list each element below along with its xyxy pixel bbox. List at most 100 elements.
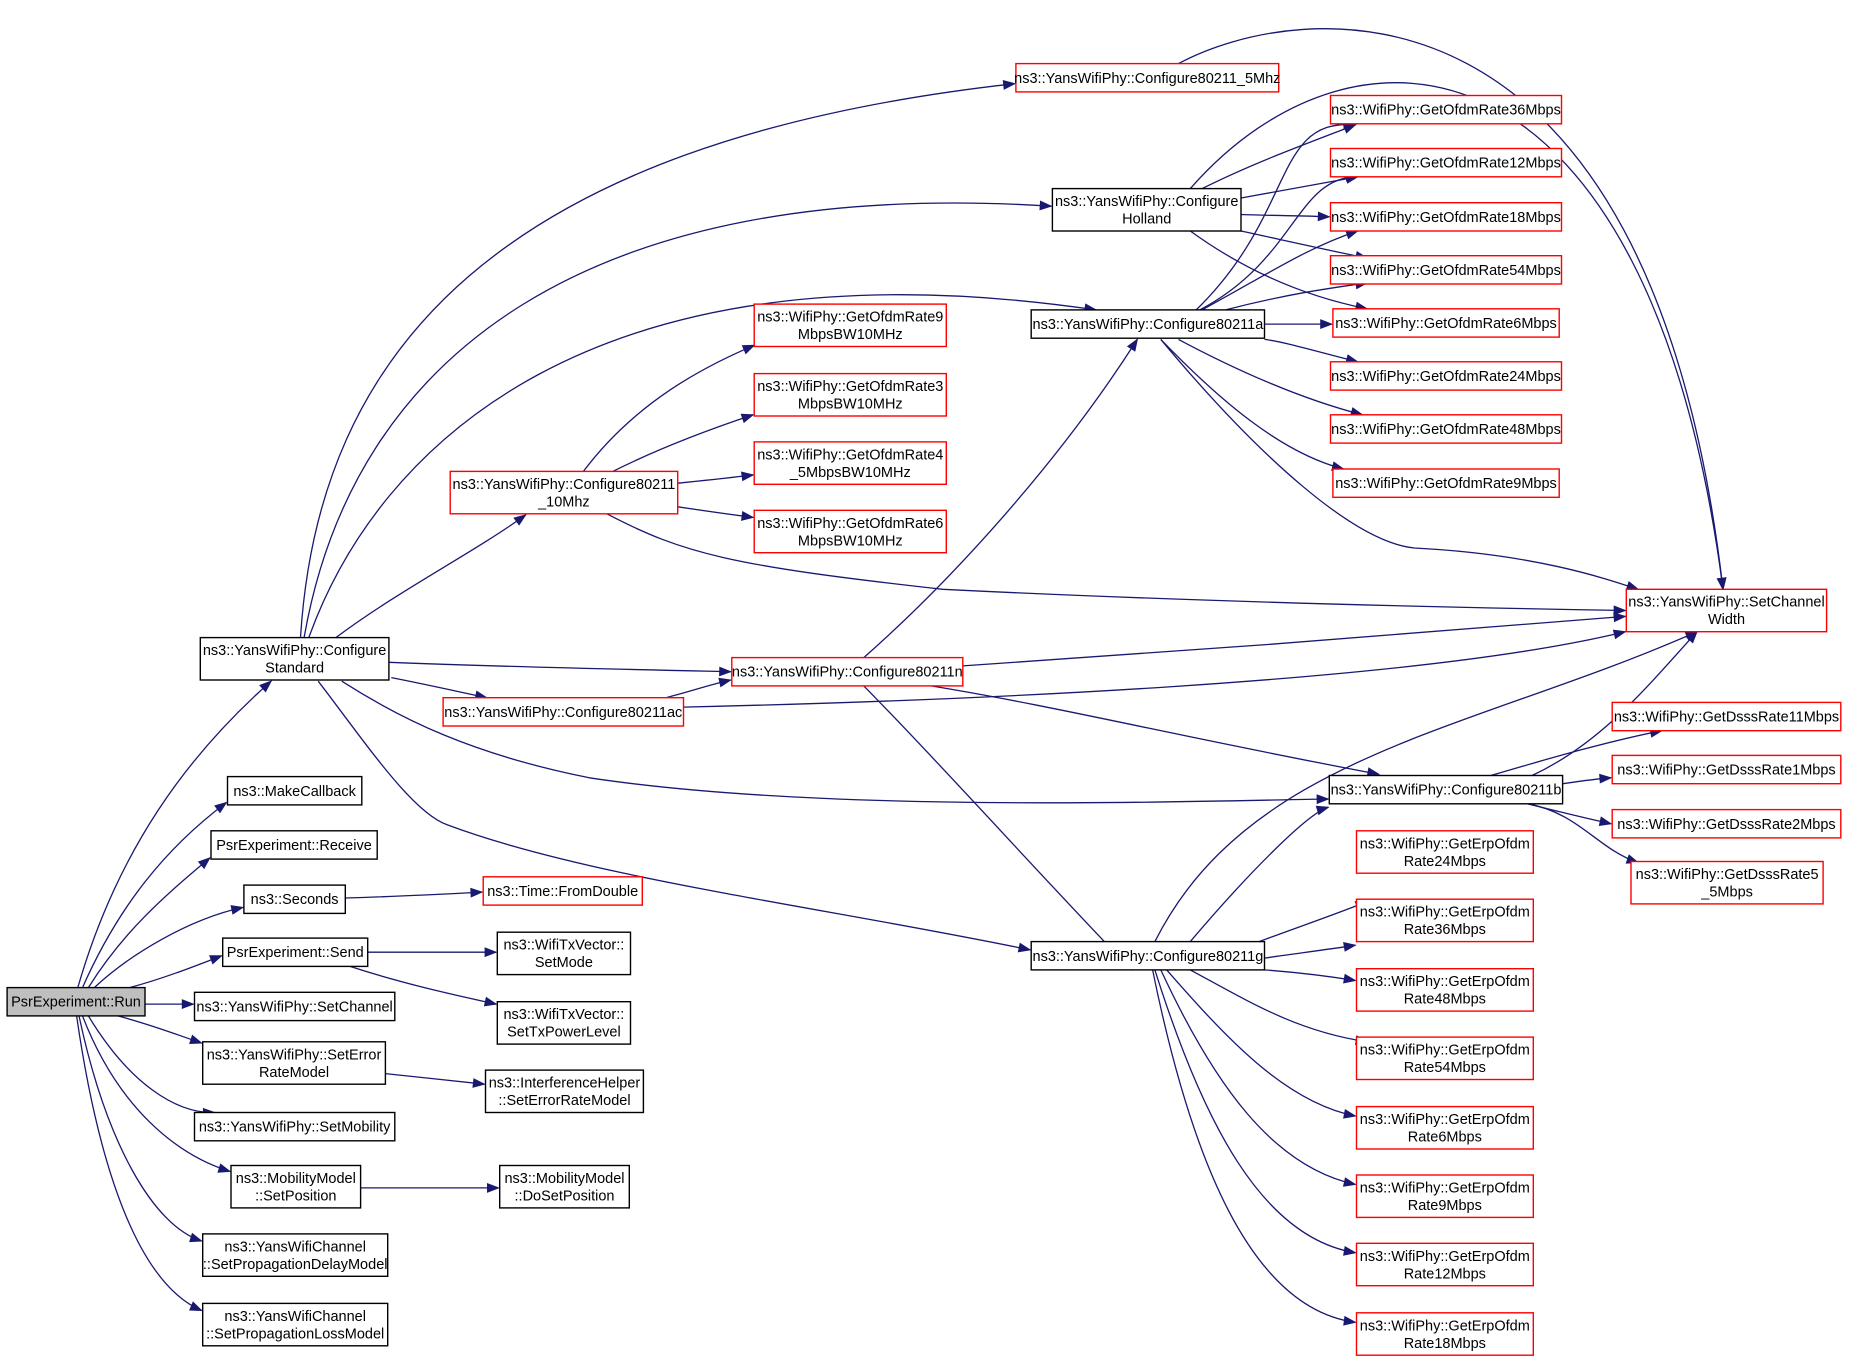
node-cfgn[interactable]: ns3::YansWifiPhy::Configure80211n — [731, 656, 964, 687]
node-box — [731, 656, 964, 687]
arrowhead — [1598, 816, 1613, 826]
edge-line — [1151, 969, 1356, 1323]
node-d55[interactable]: ns3::WifiPhy::GetDsssRate5_5Mbps — [1630, 860, 1824, 905]
edge-cfgg-to-e48 — [1264, 969, 1357, 984]
node-box — [1355, 830, 1535, 874]
node-label: ns3::WifiPhy::GetErpOfdm — [1360, 905, 1530, 921]
node-box — [1030, 940, 1266, 971]
edge-cfgg-to-cfgb — [1189, 805, 1330, 943]
node-makecb[interactable]: ns3::MakeCallback — [226, 775, 363, 806]
node-d11[interactable]: ns3::WifiPhy::GetDsssRate11Mbps — [1611, 701, 1842, 732]
edge-line — [117, 1015, 202, 1044]
edge-cfgstd-to-cfg5mhz — [299, 80, 1017, 638]
node-label: ns3::YansWifiPhy::SetChannel — [196, 999, 392, 1015]
node-d2[interactable]: ns3::WifiPhy::GetDsssRate2Mbps — [1611, 808, 1842, 839]
edge-line — [303, 202, 1052, 638]
node-setposition[interactable]: ns3::MobilityModel::SetPosition — [230, 1164, 362, 1209]
node-box — [1332, 308, 1560, 338]
node-setmobility[interactable]: ns3::YansWifiPhy::SetMobility — [193, 1111, 396, 1142]
node-box — [1328, 774, 1564, 805]
node-o36[interactable]: ns3::WifiPhy::GetOfdmRate36Mbps — [1329, 94, 1563, 125]
node-label: ::SetPropagationDelayModel — [203, 1257, 388, 1273]
node-label: Rate48Mbps — [1404, 992, 1486, 1008]
node-box — [753, 372, 948, 417]
arrowhead — [1613, 605, 1627, 616]
node-label: ns3::MobilityModel — [504, 1171, 624, 1187]
edge-cfg10mhz-to-o6bw — [677, 506, 755, 521]
node-label: ns3::YansWifiPhy::SetError — [207, 1047, 382, 1063]
node-setproploss[interactable]: ns3::YansWifiChannel::SetPropagationLoss… — [201, 1302, 389, 1347]
node-receive[interactable]: PsrExperiment::Receive — [210, 830, 378, 860]
node-fromdouble[interactable]: ns3::Time::FromDouble — [482, 876, 644, 906]
node-o45bw[interactable]: ns3::WifiPhy::GetOfdmRate4_5MbpsBW10MHz — [753, 441, 948, 485]
node-label: Rate9Mbps — [1408, 1198, 1482, 1214]
node-label: ::SetErrorRateModel — [498, 1093, 630, 1109]
edge-cfg10mhz-to-setcw — [606, 513, 1627, 616]
arrowhead — [483, 996, 498, 1007]
edge-line — [962, 615, 1626, 667]
edge-line — [1225, 282, 1368, 311]
node-cfgb[interactable]: ns3::YansWifiPhy::Configure80211b — [1328, 774, 1564, 805]
edge-cfgstd-to-cfg10mhz — [335, 514, 527, 639]
edge-line — [308, 294, 1097, 638]
node-cfga[interactable]: ns3::YansWifiPhy::Configure80211a — [1030, 309, 1266, 339]
node-send[interactable]: PsrExperiment::Send — [221, 937, 369, 968]
node-seconds[interactable]: ns3::Seconds — [243, 884, 346, 915]
edge-cfga-to-o6 — [1264, 319, 1334, 330]
node-box — [1329, 147, 1563, 178]
node-ihseterm[interactable]: ns3::InterferenceHelper::SetErrorRateMod… — [484, 1069, 645, 1114]
node-dosetpos[interactable]: ns3::MobilityModel::DoSetPosition — [499, 1164, 631, 1209]
node-label: ns3::WifiPhy::GetOfdmRate6Mbps — [1335, 316, 1557, 332]
node-cfg10mhz[interactable]: ns3::YansWifiPhy::Configure80211_10Mhz — [449, 470, 679, 515]
node-setpropdelay[interactable]: ns3::YansWifiChannel::SetPropagationDela… — [201, 1233, 389, 1278]
node-label: ns3::Seconds — [251, 892, 339, 908]
node-o12[interactable]: ns3::WifiPhy::GetOfdmRate12Mbps — [1329, 147, 1563, 178]
arrowhead — [1612, 629, 1627, 640]
node-setchannel[interactable]: ns3::YansWifiPhy::SetChannel — [193, 991, 396, 1022]
node-settxpower[interactable]: ns3::WifiTxVector::SetTxPowerLevel — [496, 1001, 632, 1045]
edge-cfgstd-to-cfgb — [341, 680, 1330, 805]
node-o48[interactable]: ns3::WifiPhy::GetOfdmRate48Mbps — [1329, 414, 1563, 444]
arrowhead — [719, 666, 733, 677]
node-box — [201, 1302, 389, 1347]
edge-line — [93, 906, 243, 989]
node-setmode[interactable]: ns3::WifiTxVector::SetMode — [496, 931, 632, 976]
node-d1[interactable]: ns3::WifiPhy::GetDsssRate1Mbps — [1611, 754, 1842, 785]
node-cfgac[interactable]: ns3::YansWifiPhy::Configure80211ac — [442, 697, 685, 727]
node-cfgg[interactable]: ns3::YansWifiPhy::Configure80211g — [1030, 940, 1266, 971]
edge-run-to-setproploss — [75, 1015, 203, 1312]
arrowhead — [189, 1301, 203, 1312]
node-seterm[interactable]: ns3::YansWifiPhy::SetErrorRateModel — [201, 1041, 387, 1085]
edge-run-to-receive — [87, 856, 211, 988]
node-box — [1329, 254, 1563, 285]
edge-line — [385, 1072, 485, 1085]
node-o6[interactable]: ns3::WifiPhy::GetOfdmRate6Mbps — [1332, 308, 1560, 338]
arrowhead — [1317, 211, 1331, 222]
node-label: PsrExperiment::Send — [227, 945, 364, 961]
node-o54[interactable]: ns3::WifiPhy::GetOfdmRate54Mbps — [1329, 254, 1563, 285]
arrowhead — [189, 1034, 203, 1045]
node-o9[interactable]: ns3::WifiPhy::GetOfdmRate9Mbps — [1332, 468, 1560, 498]
node-box — [449, 470, 679, 515]
node-o24[interactable]: ns3::WifiPhy::GetOfdmRate24Mbps — [1329, 361, 1563, 391]
node-label: ns3::WifiPhy::GetOfdmRate3 — [757, 379, 943, 395]
node-cfg5mhz[interactable]: ns3::YansWifiPhy::Configure80211_5Mhz — [1014, 62, 1280, 93]
arrowhead — [230, 905, 245, 915]
node-o18[interactable]: ns3::WifiPhy::GetOfdmRate18Mbps — [1329, 201, 1563, 232]
node-label: ns3::YansWifiPhy::Configure80211ac — [444, 705, 682, 721]
node-label: ns3::YansWifiPhy::Configure — [203, 643, 386, 659]
